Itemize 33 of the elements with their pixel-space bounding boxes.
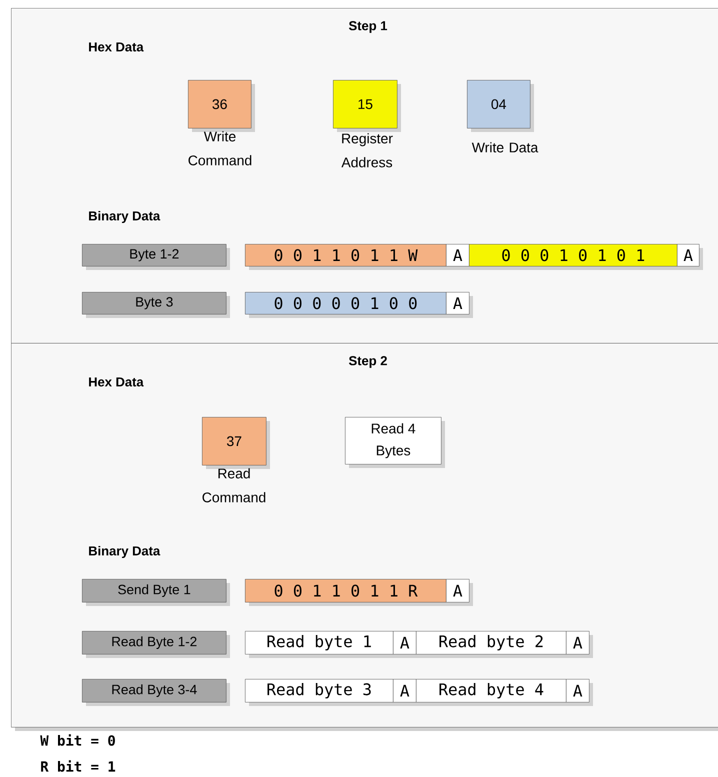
section-heading: Binary Data	[89, 546, 160, 558]
panel-title: Step 2	[348, 356, 387, 368]
bit-cell: A	[566, 679, 593, 706]
section-heading: Hex Data	[89, 42, 144, 52]
bit-cell: 0 0 0 1 0 1 0 1	[469, 244, 681, 270]
bit-cell: 0 0 1 1 0 1 1 R	[245, 579, 450, 606]
row-label: Send Byte 1	[82, 579, 230, 606]
row-label: Byte 3	[82, 292, 230, 318]
note: R bit = 1	[41, 760, 116, 772]
bit-cell: Read byte 1	[245, 631, 397, 658]
bit-cell: 0 0 1 1 0 1 1 W	[245, 244, 450, 270]
note: W bit = 0	[40, 734, 115, 746]
hex-box: 04	[467, 80, 534, 132]
row-label: Byte 1-2	[82, 244, 230, 270]
hex-box: Read 4 Bytes	[345, 417, 445, 468]
bit-cell: Read byte 3	[245, 679, 397, 706]
section-heading: Hex Data	[89, 378, 144, 387]
panel-title: Step 1	[348, 21, 388, 33]
row-label: Read Byte 3-4	[82, 679, 230, 706]
bit-cell: 0 0 0 0 0 1 0 0	[245, 292, 450, 318]
bit-cell: Read byte 4	[416, 679, 570, 706]
bit-cell: A	[446, 292, 473, 318]
bit-cell: A	[446, 579, 473, 606]
box-caption: Read Command	[202, 468, 266, 502]
hex-box: 15	[333, 80, 401, 132]
bit-cell: Read byte 2	[416, 631, 570, 658]
box-caption: Register Address	[341, 133, 393, 168]
section-heading: Binary Data	[89, 210, 160, 224]
bit-cell: A	[677, 244, 703, 270]
row-label: Read Byte 1-2	[82, 631, 230, 658]
bit-cell: A	[566, 631, 593, 658]
box-caption: Write Data	[472, 142, 538, 152]
box-caption: Write Command	[188, 131, 252, 166]
